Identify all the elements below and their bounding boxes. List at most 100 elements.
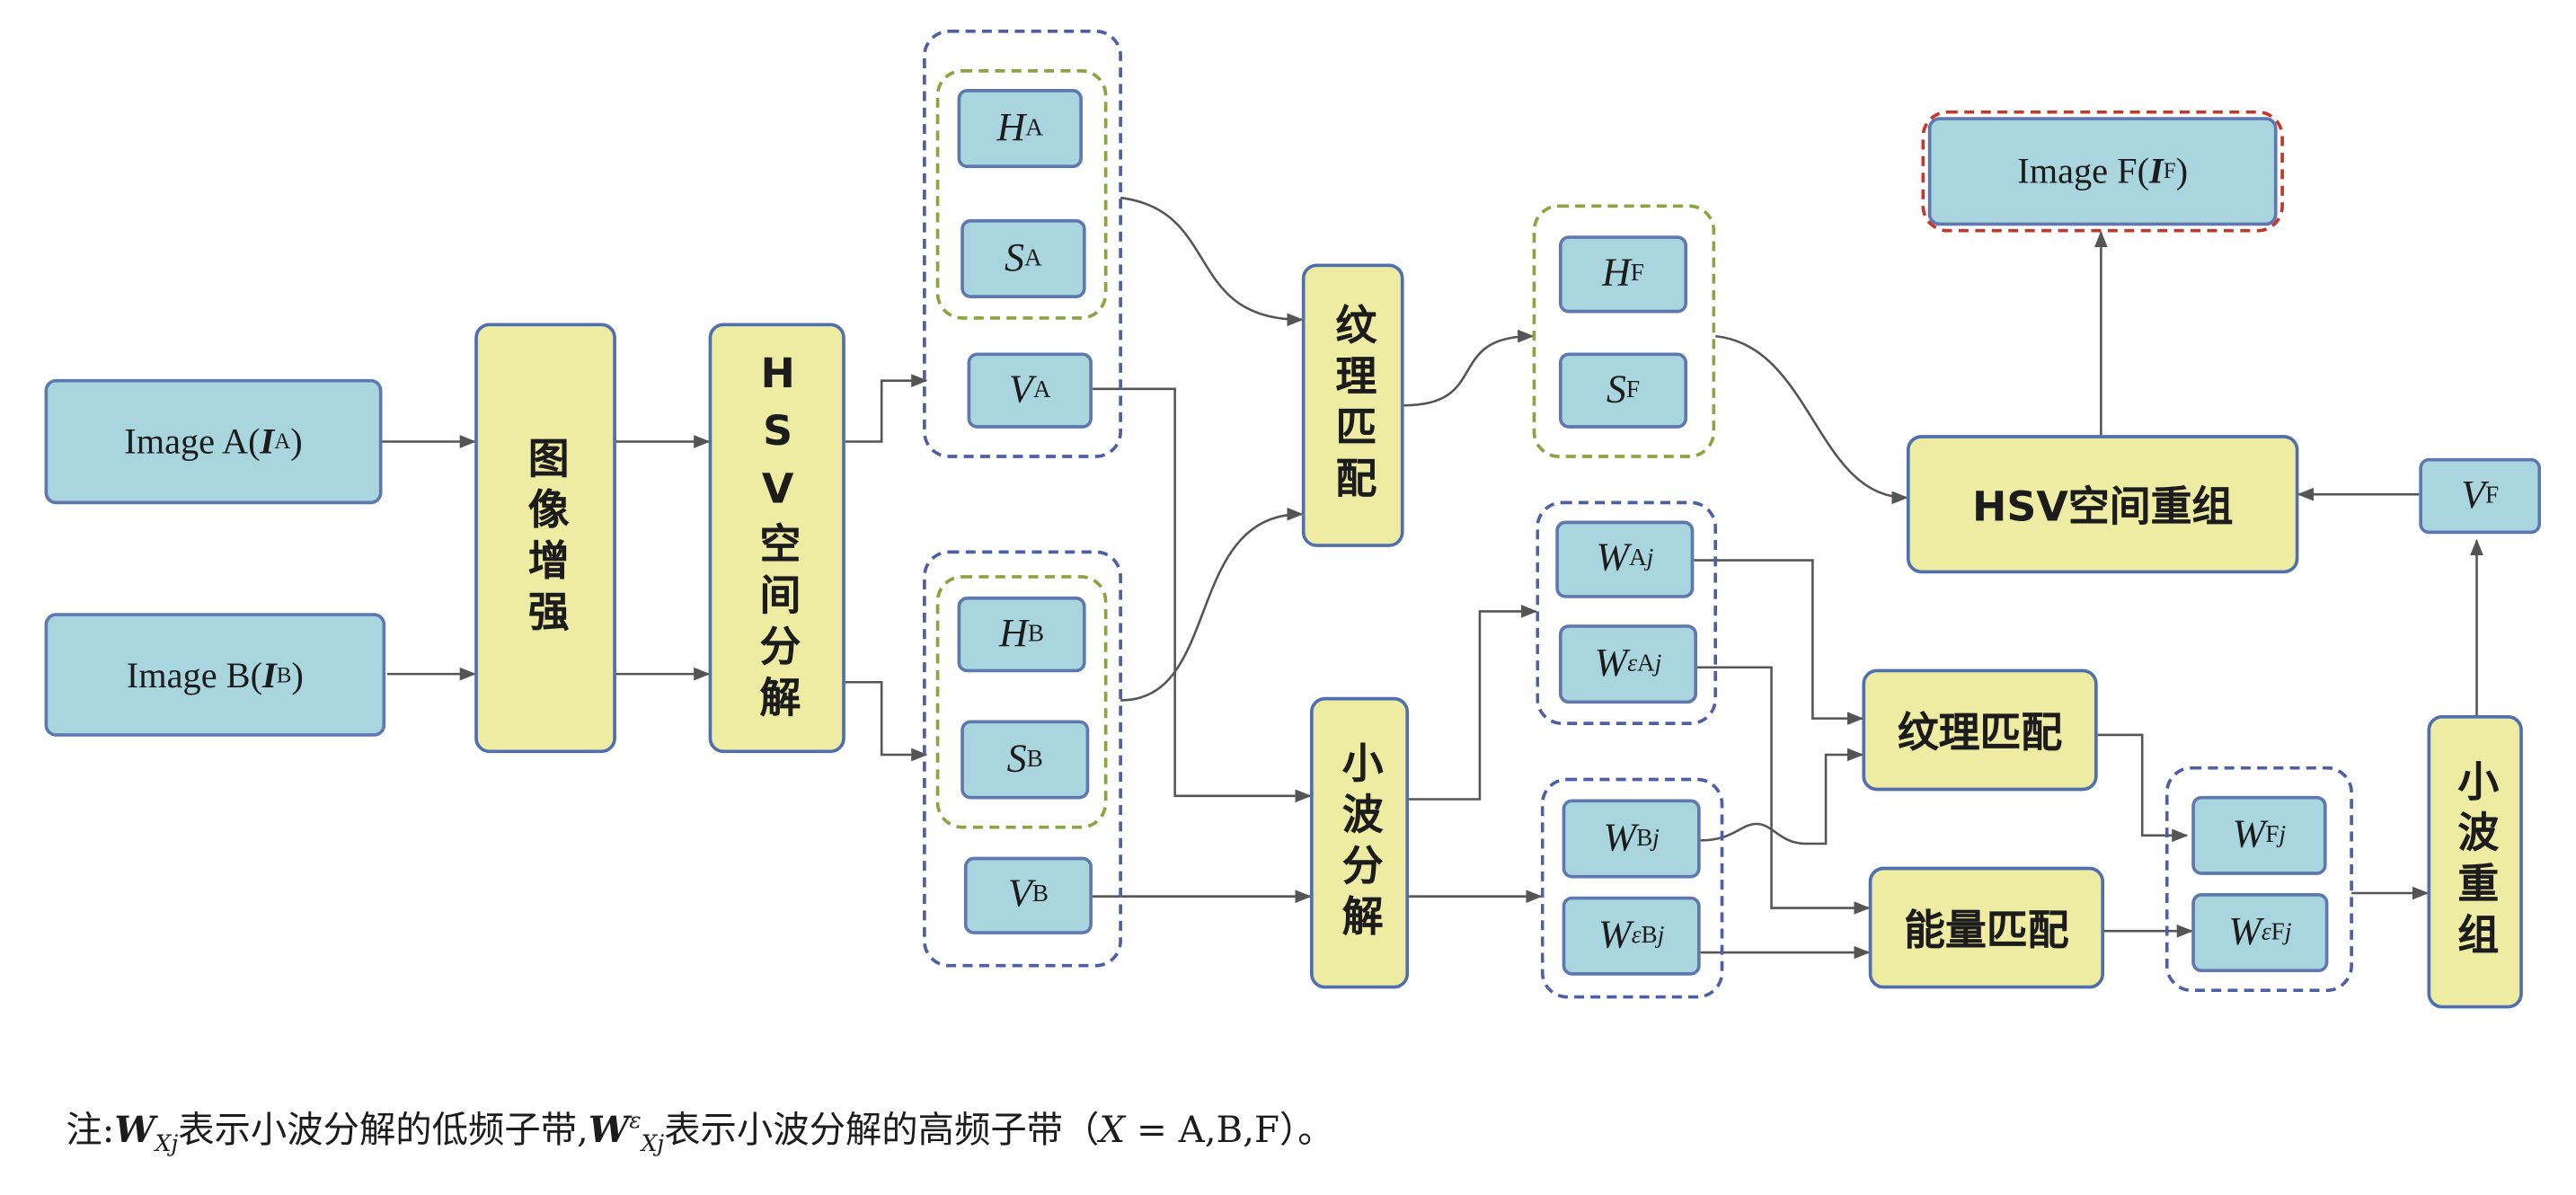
note-lead: 注: bbox=[66, 1111, 115, 1152]
group-hs-b bbox=[935, 575, 1108, 829]
energy-match-node: 能量匹配 bbox=[1868, 866, 2105, 989]
edge-hsv-groupa bbox=[845, 374, 928, 443]
edge-va-wavelet bbox=[1092, 387, 1312, 803]
hsv-decompose-label: HSV空间分解 bbox=[754, 349, 802, 727]
image-a-var: I bbox=[260, 420, 275, 462]
coeff-wfe-subsub: j bbox=[2284, 918, 2292, 945]
edge-wb-texture2 bbox=[1700, 748, 1864, 845]
channel-vf-sub: F bbox=[2485, 482, 2500, 509]
channel-sb-var: S bbox=[1006, 737, 1027, 781]
channel-vb-var: V bbox=[1007, 873, 1032, 916]
coeff-wf-sub: F bbox=[2265, 821, 2279, 848]
texture-match-low-node: 纹理匹配 bbox=[1862, 668, 2098, 792]
channel-hb-sub: B bbox=[1027, 620, 1045, 647]
image-f-var: I bbox=[2149, 149, 2164, 191]
channel-sf-var: S bbox=[1606, 367, 1626, 412]
coeff-wbe-subsub: j bbox=[1657, 922, 1665, 949]
coeff-wa-sub: A bbox=[1628, 545, 1647, 572]
channel-vf-var: V bbox=[2461, 474, 2486, 517]
coeff-wb-subsub: j bbox=[1652, 824, 1660, 852]
image-b-sub: B bbox=[276, 661, 292, 686]
image-enhance-node: 图像增强 bbox=[474, 323, 616, 754]
image-f-suffix: ) bbox=[2175, 149, 2189, 191]
image-b-var: I bbox=[262, 653, 277, 695]
channel-sa-var: S bbox=[1005, 236, 1025, 279]
hsv-decompose-node: HSV空间分解 bbox=[708, 323, 845, 754]
coeff-wae-var: W bbox=[1594, 642, 1628, 686]
wavelet-recompose-node: 小波重组 bbox=[2427, 714, 2523, 1009]
edge-wavelet-groupwa bbox=[1409, 605, 1538, 801]
coeff-wf-var: W bbox=[2232, 813, 2266, 856]
coeff-wbe-sub: B bbox=[1641, 922, 1658, 949]
coeff-wfe-sup: ε bbox=[2261, 918, 2271, 945]
note-text3: = A,B,F）。 bbox=[1125, 1111, 1334, 1152]
coeff-wae-subsub: j bbox=[1654, 650, 1662, 677]
note-x: X bbox=[1099, 1111, 1126, 1152]
edge-wa-texture2 bbox=[1694, 559, 1864, 725]
note-sup-e: ε bbox=[629, 1108, 642, 1136]
coeff-wae-sub: A bbox=[1637, 650, 1655, 677]
coeff-wbe-sup: ε bbox=[1631, 922, 1642, 949]
coeff-wae-sup: ε bbox=[1627, 650, 1638, 677]
channel-hb-var: H bbox=[999, 612, 1028, 656]
edge-groupb-texture bbox=[1120, 507, 1304, 702]
channel-sb-sub: B bbox=[1026, 745, 1043, 773]
coeff-wf-subsub: j bbox=[2279, 821, 2287, 848]
edge-groupf-hsvrecomp bbox=[1715, 334, 1908, 505]
texture-match-low-label: 纹理匹配 bbox=[1897, 708, 2063, 757]
channel-hf-var: H bbox=[1601, 252, 1631, 296]
group-channels-b bbox=[923, 550, 1122, 968]
edge-texture2-wf bbox=[2097, 733, 2189, 843]
wavelet-decompose-node: 小波分解 bbox=[1310, 696, 1410, 989]
edge-hsv-groupb bbox=[845, 680, 928, 762]
coeff-wa-subsub: j bbox=[1646, 545, 1654, 572]
note-text1: 表示小波分解的低频子带, bbox=[178, 1111, 589, 1152]
channel-ha-sub: A bbox=[1025, 114, 1044, 141]
group-channels-a bbox=[923, 30, 1122, 458]
edge-groupa-texture bbox=[1120, 196, 1304, 327]
energy-match-label: 能量匹配 bbox=[1904, 906, 2069, 954]
image-a-suffix: ) bbox=[290, 420, 303, 462]
channel-hf-sub: F bbox=[1630, 260, 1644, 288]
texture-match-hs-node: 纹理匹配 bbox=[1301, 263, 1404, 547]
note-text2: 表示小波分解的高频子带（ bbox=[664, 1111, 1100, 1152]
group-hs-f bbox=[1532, 204, 1716, 458]
note-sub-x1: X bbox=[155, 1130, 172, 1158]
group-image-f bbox=[1921, 110, 2284, 233]
group-wf bbox=[2164, 766, 2353, 993]
wavelet-recompose-label: 小波重组 bbox=[2451, 759, 2501, 964]
image-b-prefix: Image B( bbox=[126, 653, 263, 695]
coeff-wfe-sub: F bbox=[2271, 918, 2285, 945]
hsv-recompose-label: HSV空间重组 bbox=[1972, 482, 2234, 531]
footnote: 注:WXj表示小波分解的低频子带,WεXj表示小波分解的高频子带（X = A,B… bbox=[66, 1101, 1334, 1158]
texture-match-hs-label: 纹理匹配 bbox=[1330, 303, 1378, 508]
image-f-prefix: Image F( bbox=[2017, 149, 2150, 191]
coeff-wb-var: W bbox=[1603, 816, 1637, 860]
channel-va-var: V bbox=[1008, 367, 1033, 412]
edge-texture-groupf bbox=[1403, 329, 1535, 407]
channel-ha-var: H bbox=[996, 106, 1026, 149]
group-hs-a bbox=[935, 69, 1108, 320]
channel-sf-sub: F bbox=[1625, 376, 1641, 403]
group-wa bbox=[1536, 500, 1718, 725]
note-sub-x2: X bbox=[641, 1130, 658, 1158]
note-w1: W bbox=[114, 1109, 155, 1152]
image-enhance-label: 图像增强 bbox=[522, 436, 571, 641]
